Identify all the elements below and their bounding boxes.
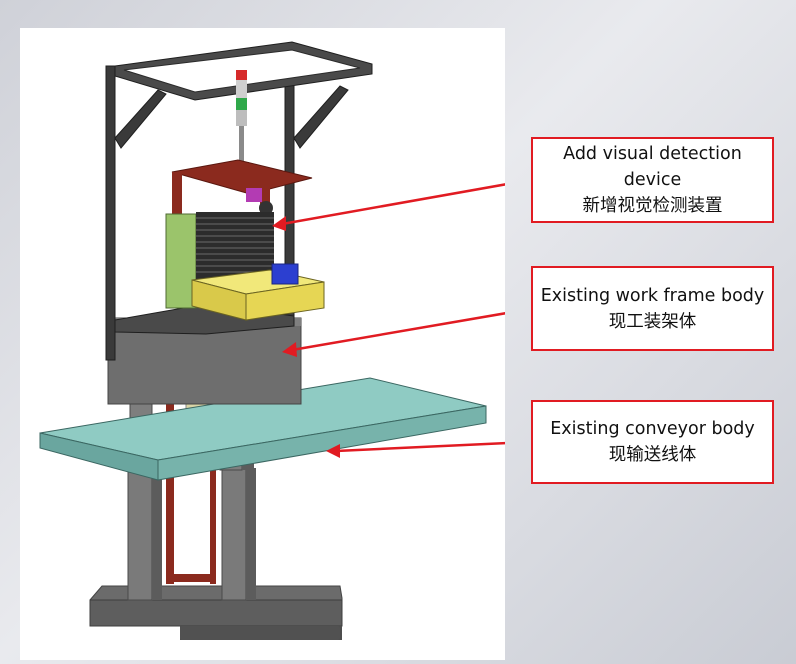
green-side-panel — [165, 213, 197, 309]
callout-work-frame-body: Existing work frame body 现工装架体 — [531, 266, 774, 351]
callout-visual-detection-device-zh: 新增视觉检测装置 — [582, 196, 723, 216]
callout-conveyor-body: Existing conveyor body 现输送线体 — [531, 400, 774, 484]
callout-work-frame-body-en: Existing work frame body — [540, 285, 765, 306]
callout-conveyor-body-zh: 现输送线体 — [608, 445, 697, 465]
callout-arrows — [272, 183, 505, 458]
callout-work-frame-body-zh: 现工装架体 — [608, 311, 697, 332]
tower-light — [234, 70, 249, 168]
cad-render-canvas — [20, 28, 505, 660]
callout-visual-detection-device-en: Add visual detection device — [563, 144, 742, 190]
callout-visual-detection-device: Add visual detection device 新增视觉检测装置 — [531, 137, 774, 223]
fixture-diagram — [39, 41, 505, 640]
conveyor-body — [39, 377, 487, 481]
light-grille — [196, 212, 274, 280]
visual-detection-device — [171, 159, 313, 218]
yellow-tray — [191, 263, 325, 321]
callout-conveyor-body-en: Existing conveyor body — [550, 419, 755, 439]
